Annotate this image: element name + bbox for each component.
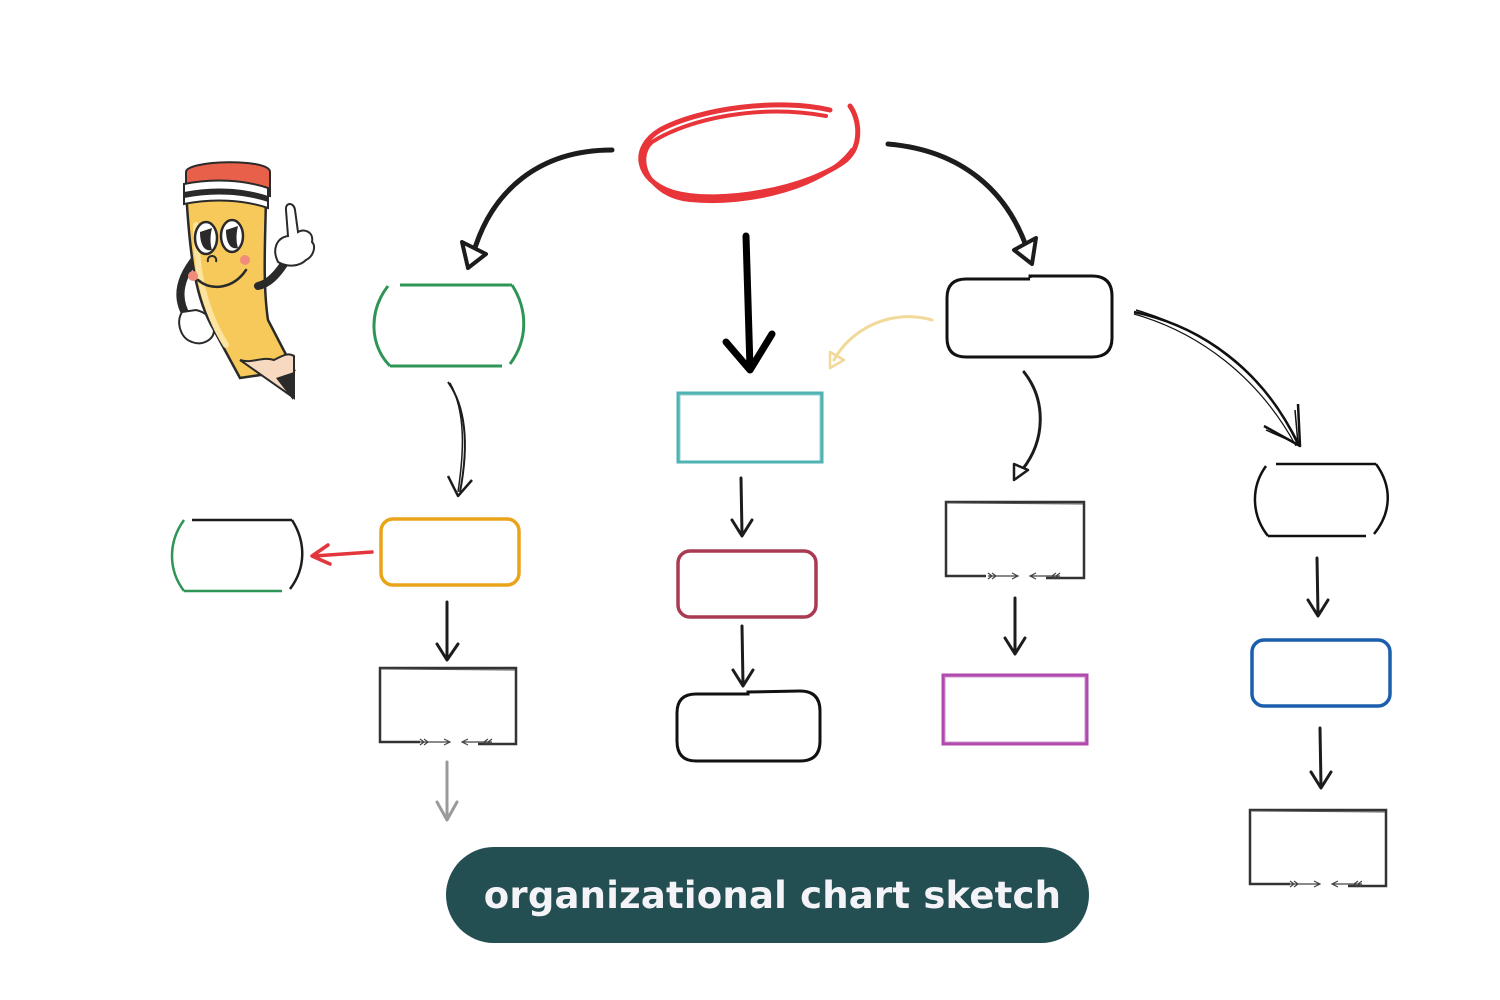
arrow-right-l1-to-l2 (1012, 370, 1042, 482)
title-banner: organizational chart sketch (446, 847, 1089, 943)
arrow-mid-l1-to-l2 (730, 476, 754, 538)
node-left-l1[interactable] (372, 283, 526, 368)
node-right-l1[interactable] (945, 274, 1114, 359)
node-right-l2[interactable] (944, 500, 1086, 580)
arrow-root-to-middle (722, 232, 776, 374)
arrow-far-l2-to-l3 (1309, 726, 1333, 790)
arrow-far-l1-to-l2 (1306, 556, 1330, 618)
pencil-mascot (176, 161, 315, 400)
node-mid-l1[interactable] (676, 391, 824, 464)
arrow-right-l2-to-l3 (1003, 596, 1027, 656)
node-right-l3[interactable] (941, 673, 1089, 746)
node-left-l2[interactable] (379, 517, 521, 587)
node-far-l3[interactable] (1248, 808, 1388, 888)
arrow-left-l3-down (435, 760, 459, 822)
node-mid-l2[interactable] (676, 549, 818, 619)
node-far-l2[interactable] (1250, 638, 1392, 708)
node-left-l3[interactable] (378, 666, 518, 746)
arrow-left-l2-to-l3 (435, 600, 460, 662)
node-far-l1[interactable] (1253, 462, 1389, 538)
arrow-left-l2-to-side (310, 543, 374, 566)
title-text: organizational chart sketch (483, 873, 1062, 917)
arrow-mid-l2-to-l3 (731, 624, 755, 688)
node-left-side[interactable] (170, 518, 304, 593)
root-node-ellipse[interactable] (638, 102, 861, 204)
arrow-root-to-left (460, 147, 615, 270)
arrow-right-l1-to-far-l1 (1133, 309, 1302, 448)
node-mid-l3[interactable] (675, 689, 822, 763)
arrow-root-to-right (885, 141, 1038, 266)
arrow-left-l1-to-l2 (446, 381, 473, 498)
arrow-right-l1-to-mid-l1 (828, 315, 934, 370)
